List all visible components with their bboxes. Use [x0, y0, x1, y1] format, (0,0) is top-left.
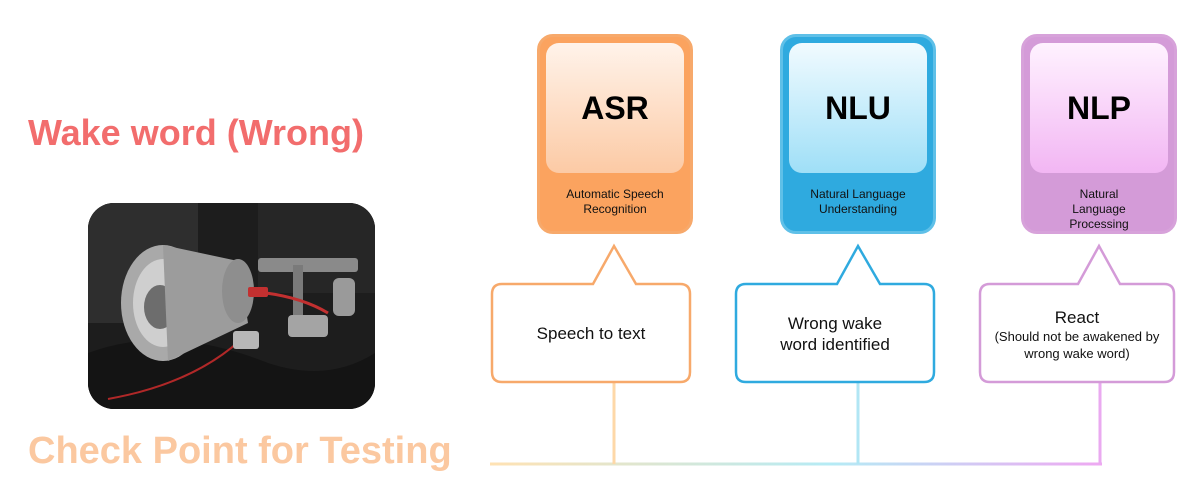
nlp-stage-card: NLP Natural Language Processing	[1021, 34, 1177, 234]
nlu-stage-card: NLU Natural Language Understanding	[780, 34, 936, 234]
wake-word-title: Wake word (Wrong)	[28, 112, 364, 153]
asr-full-name: Automatic Speech Recognition	[566, 187, 664, 216]
nlp-abbreviation: NLP	[1067, 89, 1131, 126]
nlu-abbreviation: NLU	[825, 89, 891, 126]
nlu-bubble-label: Wrong wake word identified	[780, 314, 890, 354]
asr-abbreviation: ASR	[581, 89, 649, 126]
nlu-bubble-text: Wrong wake word identified	[736, 286, 934, 382]
nlp-bubble-text: React (Should not be awakened by wrong w…	[980, 286, 1174, 382]
nlp-bubble-label: React	[1054, 307, 1100, 327]
test-rig-photo	[88, 203, 375, 409]
nlu-full-name: Natural Language Understanding	[810, 187, 906, 216]
nlu-bubble-outline	[734, 243, 936, 384]
checkpoint-title: Check Point for Testing	[28, 430, 452, 472]
asr-stage-card: ASR Automatic Speech Recognition	[537, 34, 693, 234]
nlp-bubble-note: (Should not be awakened by wrong wake wo…	[994, 328, 1160, 361]
nlp-bubble-outline	[978, 243, 1176, 384]
asr-bubble-outline	[490, 243, 692, 384]
nlp-full-name: Natural Language Processing	[1069, 187, 1129, 231]
asr-bubble-label: Speech to text	[536, 324, 646, 343]
asr-bubble-text: Speech to text	[492, 286, 690, 382]
